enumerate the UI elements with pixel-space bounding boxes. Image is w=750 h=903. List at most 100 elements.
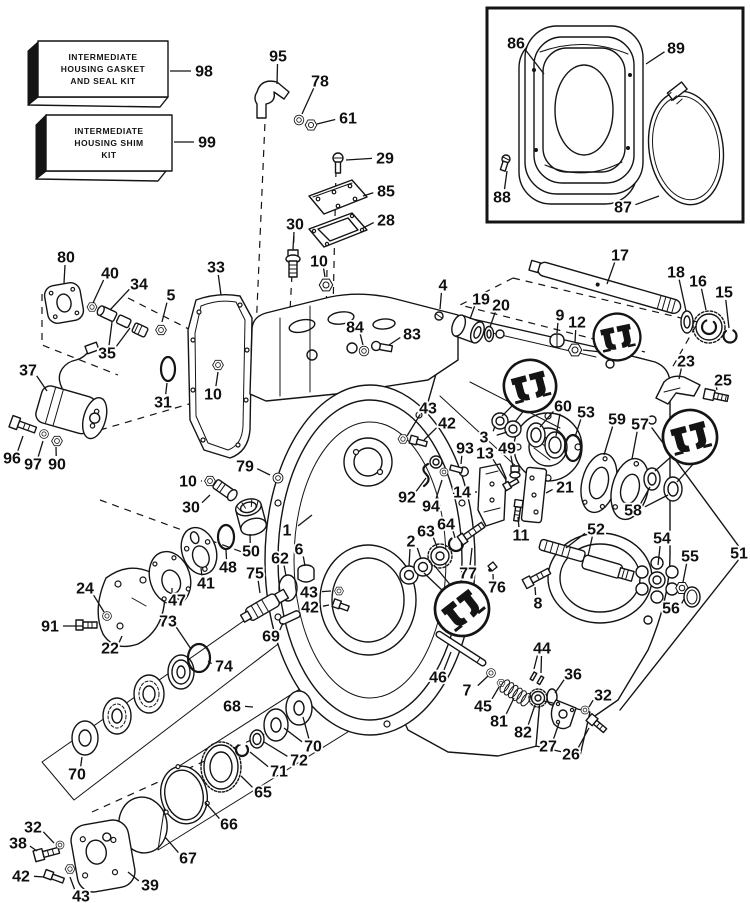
bracket-21 xyxy=(520,466,548,524)
part-callout-44: 44 xyxy=(533,641,551,658)
leader-line xyxy=(517,516,520,528)
part-callout-41: 41 xyxy=(197,576,215,593)
bolt-77 xyxy=(456,521,486,546)
leader-line xyxy=(36,375,48,392)
leader-line xyxy=(108,321,113,346)
leader-line xyxy=(554,679,565,694)
part-callout-43: 43 xyxy=(419,401,437,418)
leader-line xyxy=(175,626,192,650)
leader-line xyxy=(165,382,168,395)
plug-49 xyxy=(509,465,521,479)
leader-line xyxy=(423,427,437,441)
screw-83 xyxy=(370,340,394,353)
kit-99-line3: KIT xyxy=(101,150,117,160)
leader-line xyxy=(505,697,515,715)
nut-12 xyxy=(567,343,583,357)
part-callout-71: 71 xyxy=(270,764,288,781)
bolt-96 xyxy=(8,414,38,434)
part-callout-27: 27 xyxy=(539,739,557,756)
part-callout-30: 30 xyxy=(286,217,304,234)
part-callout-51: 51 xyxy=(730,546,748,563)
part-callout-16: 16 xyxy=(689,274,707,291)
part-callout-36: 36 xyxy=(564,667,582,684)
leader-line xyxy=(552,722,560,740)
leader-line xyxy=(534,586,537,596)
part-callout-84: 84 xyxy=(346,320,364,337)
leader-line xyxy=(256,468,271,476)
rod-46 xyxy=(435,630,487,667)
part-callout-10: 10 xyxy=(179,474,197,491)
part-callout-23: 23 xyxy=(677,354,695,371)
pins-44 xyxy=(529,671,545,686)
part-callout-57: 57 xyxy=(631,417,649,434)
leader-line xyxy=(80,756,83,767)
kit-99-line2: HOUSING SHIM xyxy=(74,138,143,148)
part-callout-30: 30 xyxy=(182,500,200,517)
o-ring-48 xyxy=(216,523,236,551)
part-callout-29: 29 xyxy=(376,151,394,168)
clip-92 xyxy=(422,462,430,488)
leader-line xyxy=(527,704,536,725)
part-callout-50: 50 xyxy=(242,544,260,561)
screw-42-upper xyxy=(408,434,428,448)
inset-screw xyxy=(499,154,511,172)
bearing-60b xyxy=(544,431,566,459)
washer-24 xyxy=(102,611,112,621)
kit-98-line3: AND SEAL KIT xyxy=(70,76,136,86)
fitting-34 xyxy=(96,305,118,322)
plate-27 xyxy=(550,699,577,730)
fitting-34b xyxy=(115,314,132,329)
pin-69 xyxy=(278,610,301,625)
part-callout-74: 74 xyxy=(215,659,233,676)
leader-line xyxy=(416,547,422,560)
leader-line xyxy=(439,292,443,310)
screw-29 xyxy=(332,152,344,174)
leader-line xyxy=(574,419,582,438)
leader-line xyxy=(118,635,123,643)
part-callout-70: 70 xyxy=(304,739,322,756)
nut-61 xyxy=(304,119,318,131)
part-callout-1: 1 xyxy=(283,523,292,540)
leader-line xyxy=(678,368,682,380)
leader-line xyxy=(215,371,219,387)
cam-lever-23 xyxy=(655,375,701,405)
bushing-9 xyxy=(549,333,565,348)
o-ring-36 xyxy=(546,688,558,706)
part-callout-66: 66 xyxy=(220,817,238,834)
part-callout-5: 5 xyxy=(167,288,176,305)
part-callout-59: 59 xyxy=(608,412,626,429)
part-callout-68: 68 xyxy=(223,699,241,716)
leader-line xyxy=(603,426,614,456)
part-callout-89: 89 xyxy=(667,41,685,58)
part-callout-4: 4 xyxy=(439,278,448,295)
leader-line xyxy=(302,716,310,739)
part-callout-96: 96 xyxy=(3,451,21,468)
leader-line xyxy=(406,414,421,437)
thrust-stack-68 xyxy=(234,690,313,758)
bracket-14 xyxy=(477,463,507,527)
seal-58a xyxy=(643,467,661,491)
screw-26 xyxy=(585,712,608,734)
part-callout-54: 54 xyxy=(653,531,671,548)
part-callout-98: 98 xyxy=(195,64,213,81)
part-callout-32: 32 xyxy=(594,688,612,705)
part-callout-91: 91 xyxy=(41,619,59,636)
leader-line xyxy=(492,458,507,481)
part-callout-10: 10 xyxy=(204,387,222,404)
part-callout-87: 87 xyxy=(614,200,632,217)
part-callout-94: 94 xyxy=(422,499,440,516)
part-callout-72: 72 xyxy=(290,753,308,770)
part-callout-73: 73 xyxy=(159,614,177,631)
part-callout-9: 9 xyxy=(556,308,565,325)
coupler-54 xyxy=(635,556,679,604)
leader-line xyxy=(645,51,665,65)
leader-line xyxy=(249,751,269,768)
plate-41 xyxy=(180,526,218,576)
leader-line xyxy=(29,845,38,852)
leader-line xyxy=(322,604,330,607)
part-callout-38: 38 xyxy=(9,836,27,853)
leader-line xyxy=(533,655,539,670)
leader-line xyxy=(292,231,295,250)
part-callout-34: 34 xyxy=(130,277,148,294)
